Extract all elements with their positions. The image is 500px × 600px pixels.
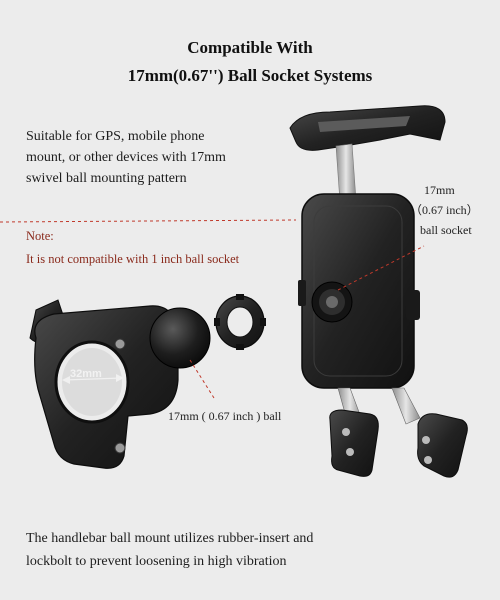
note-heading: Note: <box>26 229 54 243</box>
description: Suitable for GPS, mobile phone mount, or… <box>26 126 296 189</box>
socket-label-line-1: 17mm <box>424 183 455 197</box>
description-line-2: mount, or other devices with 17mm <box>26 150 226 165</box>
phone-holder <box>289 105 468 478</box>
title-line-2: 17mm(0.67'') Ball Socket Systems <box>127 66 373 85</box>
socket-label-line-2: （0.67 inch） <box>410 203 479 217</box>
footer-text: The handlebar ball mount utilizes rubber… <box>26 527 486 573</box>
title-line-1: Compatible With <box>187 38 313 57</box>
ball-size-label: 17mm ( 0.67 inch ) ball <box>168 409 282 423</box>
compatibility-note: Note: It is not compatible with 1 inch b… <box>26 225 326 271</box>
lock-nut <box>214 294 266 350</box>
callout-lines <box>0 219 425 399</box>
socket-size-label: 17mm （0.67 inch） ball socket <box>410 180 490 240</box>
socket-label-line-3: ball socket <box>420 223 472 237</box>
description-line-1: Suitable for GPS, mobile phone <box>26 129 205 144</box>
footer-line-1: The handlebar ball mount utilizes rubber… <box>26 531 314 546</box>
page-title: Compatible With 17mm(0.67'') Ball Socket… <box>0 34 500 90</box>
description-line-3: swivel ball mounting pattern <box>26 171 187 186</box>
clamp-size-label: 32mm <box>70 368 102 380</box>
handlebar-clamp <box>29 299 211 469</box>
footer-line-2: lockbolt to prevent loosening in high vi… <box>26 554 287 569</box>
note-text: It is not compatible with 1 inch ball so… <box>26 252 240 266</box>
